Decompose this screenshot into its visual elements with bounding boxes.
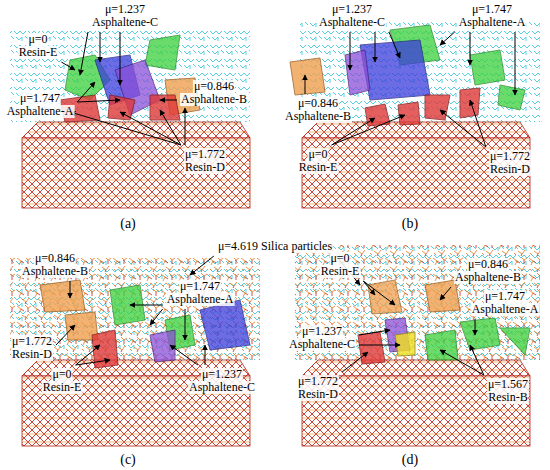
leader-line [77,82,95,102]
dipole-moment: μ=1.237 [331,3,373,16]
silica-callout: μ=4.619 Silica particles [217,240,333,253]
dipole-moment: μ=1.747 [484,290,526,303]
leader-line [190,256,214,275]
dipole-moment: μ=1.772 [184,148,226,161]
leader-line [363,281,395,305]
dipole-moment: μ=1.237 [301,325,343,338]
leader-line [205,345,206,365]
molecule-name: Asphaltene-A [166,293,235,306]
molecule-name: Resin-E [42,381,83,394]
dipole-moment: μ=1.772 [489,150,531,163]
leader-line [76,360,110,365]
leader-line [170,345,198,365]
leader-line [470,345,484,375]
dipole-moment: μ=0 [307,148,328,161]
leader-line [120,112,181,145]
dipole-moment: μ=0.846 [193,80,235,93]
leader-line [150,309,163,325]
molecule-name: Asphaltene-B [180,93,248,106]
molecule-name: Resin-E [298,161,339,174]
dipole-moment: μ=0.846 [467,258,509,271]
molecule-name: Resin-D [184,161,226,174]
leader-line [515,32,516,95]
panel-letter: (c) [119,452,137,467]
leader-line [440,287,451,300]
leader-line [475,319,476,335]
leader-line [130,305,163,306]
molecule-name: Resin-D [11,348,53,361]
molecule-name: Asphaltene-C [188,381,256,394]
leader-line [61,62,75,70]
leader-line [185,309,186,340]
dipole-moment: μ=1.747 [471,3,513,16]
dipole-moment: μ=0 [27,33,48,46]
leader-line [100,32,101,62]
leader-line [185,108,186,145]
molecule-name: Asphaltene-C [318,16,386,29]
dipole-moment: μ=1.567 [487,378,529,391]
dipole-moment: μ=1.772 [11,335,53,348]
panel-a-art [10,30,250,208]
dipole-moment: μ=0 [329,252,350,265]
dipole-moment: μ=1.747 [19,92,61,105]
dipole-moment: μ=0.846 [297,97,339,110]
leader-line [470,100,486,147]
molecule-name: Resin-E [320,265,361,278]
molecule-name: Asphaltene-C [288,338,356,351]
dipole-moment: μ=1.237 [201,368,243,381]
panel-letter: (b) [401,216,419,231]
molecule-name: Asphaltene-C [91,16,159,29]
molecule-name: Resin-D [297,388,339,401]
leader-line [440,32,455,45]
leader-line [375,32,376,62]
panel-c-art [10,258,260,446]
molecule-name: Asphaltene-A [458,16,527,29]
molecule-name: Asphaltene-A [471,303,540,316]
leader-line [359,330,390,335]
leader-line [350,32,351,70]
molecule-name: Resin-D [489,163,531,176]
leader-line [389,32,400,58]
molecule-name: Asphaltene-B [284,110,352,123]
leader-line [305,75,306,94]
leader-line [160,110,181,145]
dipole-moment: μ=1.772 [297,375,339,388]
molecule-name: Asphaltene-A [6,105,75,118]
leader-line [80,32,88,75]
molecule-name: Asphaltene-B [454,271,522,284]
leader-line [359,345,400,346]
dipole-moment: μ=0.846 [34,252,76,265]
leader-line [440,110,486,147]
leader-line [120,32,121,85]
leader-line [160,100,177,101]
leader-line [470,32,471,65]
dipole-moment: μ=0 [51,368,72,381]
dipole-moment: μ=1.747 [179,280,221,293]
molecule-name: Asphaltene-B [21,265,89,278]
leader-line [440,350,484,375]
leader-line [77,100,120,102]
panel-letter: (a) [119,216,137,231]
leader-line [342,352,368,372]
leader-line [56,325,75,345]
molecule-name: Resin-B [487,391,528,404]
leader-line [70,281,71,298]
molecule-name: Resin-E [18,46,59,59]
dipole-moment: μ=1.237 [104,3,146,16]
panel-letter: (d) [401,452,419,467]
